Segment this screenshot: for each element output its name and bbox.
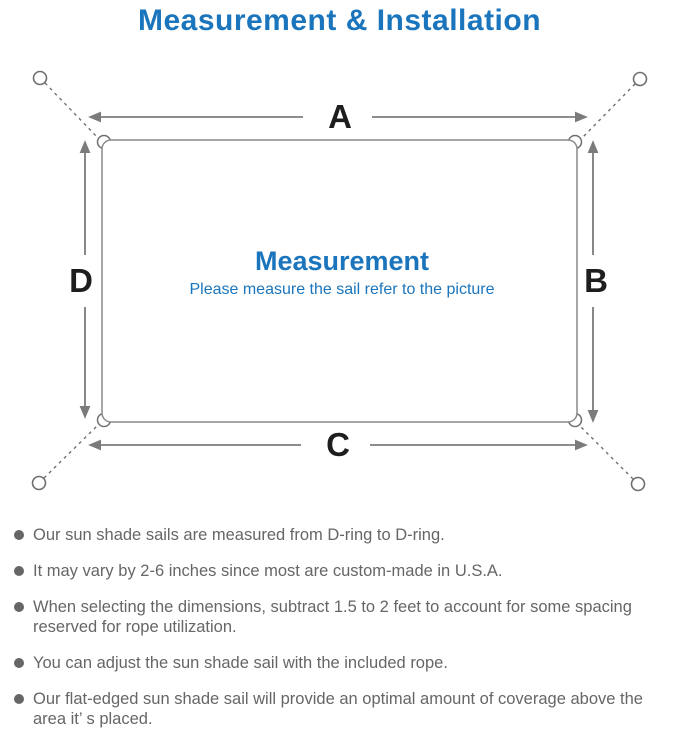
note-text: Our sun shade sails are measured from D-…	[33, 526, 445, 544]
notes-list: Our sun shade sails are measured from D-…	[0, 525, 679, 739]
dimension-label-b: B	[584, 262, 608, 299]
sail-outline	[101, 139, 578, 423]
measurement-diagram: A B C D Measurement Please measure the s…	[31, 70, 648, 492]
anchor-ring-icon	[630, 476, 646, 492]
note-text: You can adjust the sun shade sail with t…	[33, 654, 448, 672]
bullet-dot-icon	[14, 658, 24, 668]
bullet-dot-icon	[14, 530, 24, 540]
list-item: Our sun shade sails are measured from D-…	[14, 525, 679, 545]
anchor-ring-icon	[632, 71, 648, 87]
note-text: When selecting the dimensions, subtract …	[33, 598, 632, 636]
diagram-center-heading: Measurement	[255, 246, 429, 276]
tether-line-top-left	[44, 82, 100, 140]
page-title: Measurement & Installation	[137, 4, 542, 37]
list-item: When selecting the dimensions, subtract …	[14, 597, 679, 637]
tether-line-top-right	[580, 83, 636, 140]
list-item: It may vary by 2-6 inches since most are…	[14, 561, 679, 581]
bullet-dot-icon	[14, 566, 24, 576]
dimension-label-a: A	[328, 98, 352, 135]
diagram-center-subtitle: Please measure the sail refer to the pic…	[189, 281, 494, 298]
list-item: You can adjust the sun shade sail with t…	[14, 653, 679, 673]
note-text: Our flat-edged sun shade sail will provi…	[33, 690, 643, 728]
bullet-dot-icon	[14, 602, 24, 612]
tether-line-bottom-right	[579, 425, 634, 480]
tether-line-bottom-left	[43, 424, 99, 479]
anchor-ring-icon	[32, 70, 48, 86]
dimension-label-c: C	[326, 426, 350, 463]
note-text: It may vary by 2-6 inches since most are…	[33, 562, 503, 580]
anchor-ring-icon	[31, 475, 47, 491]
bullet-dot-icon	[14, 694, 24, 704]
list-item: Our flat-edged sun shade sail will provi…	[14, 689, 679, 729]
dimension-label-d: D	[69, 262, 93, 299]
